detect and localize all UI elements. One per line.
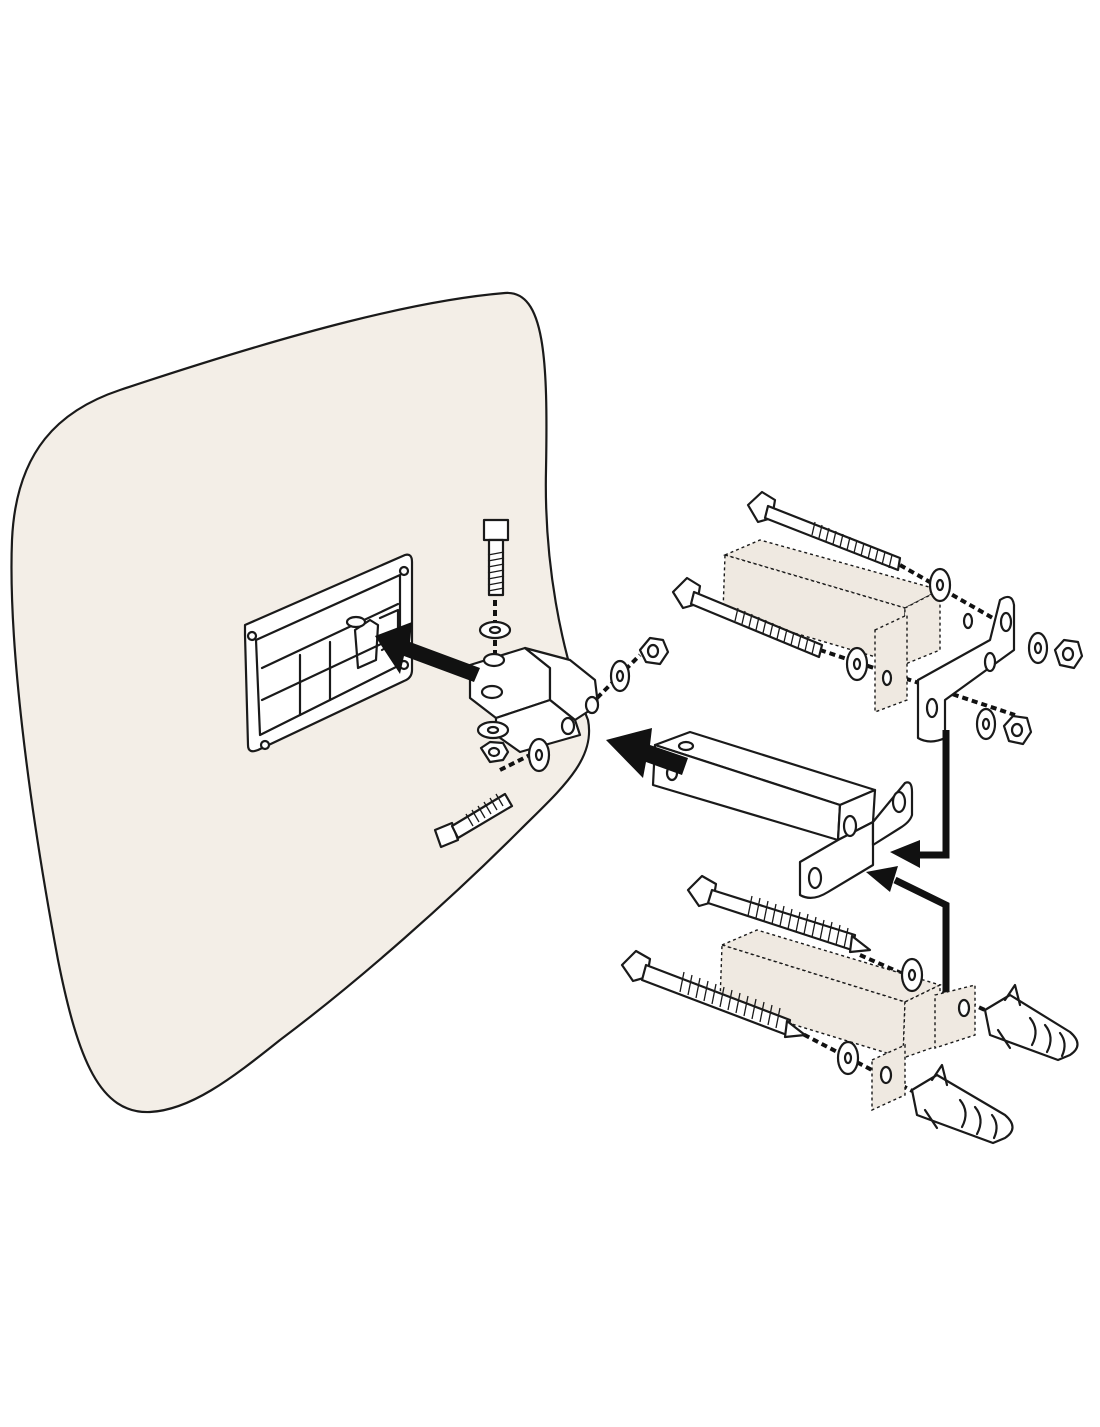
long-bolt [671,576,824,659]
washer [928,567,952,603]
upper-wall-bracket [722,539,1016,743]
option-indicator [866,730,950,1005]
washer [900,957,924,993]
long-bolt [433,792,514,849]
clamp-bracket [468,646,600,754]
washer [975,707,997,741]
hex-nut [479,740,510,764]
extension-arm [651,730,914,899]
washer [1027,631,1049,665]
long-bolt [746,490,902,572]
hex-nut [1002,714,1033,746]
washer [478,620,512,640]
washer [527,737,551,773]
washer [845,646,869,682]
assembly-arrow-to-plate [375,622,480,682]
washer [609,659,631,693]
wall-plug [983,983,1079,1062]
hex-nut [1053,638,1084,670]
threaded-anchor [686,874,872,954]
assembly-arrow-to-clamp [606,728,688,778]
vertical-bolt [482,518,510,597]
lower-wall-bracket [719,929,976,1112]
threaded-anchor [620,949,807,1039]
hex-nut [638,636,670,666]
washer [836,1040,860,1076]
wall-plug [910,1063,1014,1145]
washer [476,720,510,740]
